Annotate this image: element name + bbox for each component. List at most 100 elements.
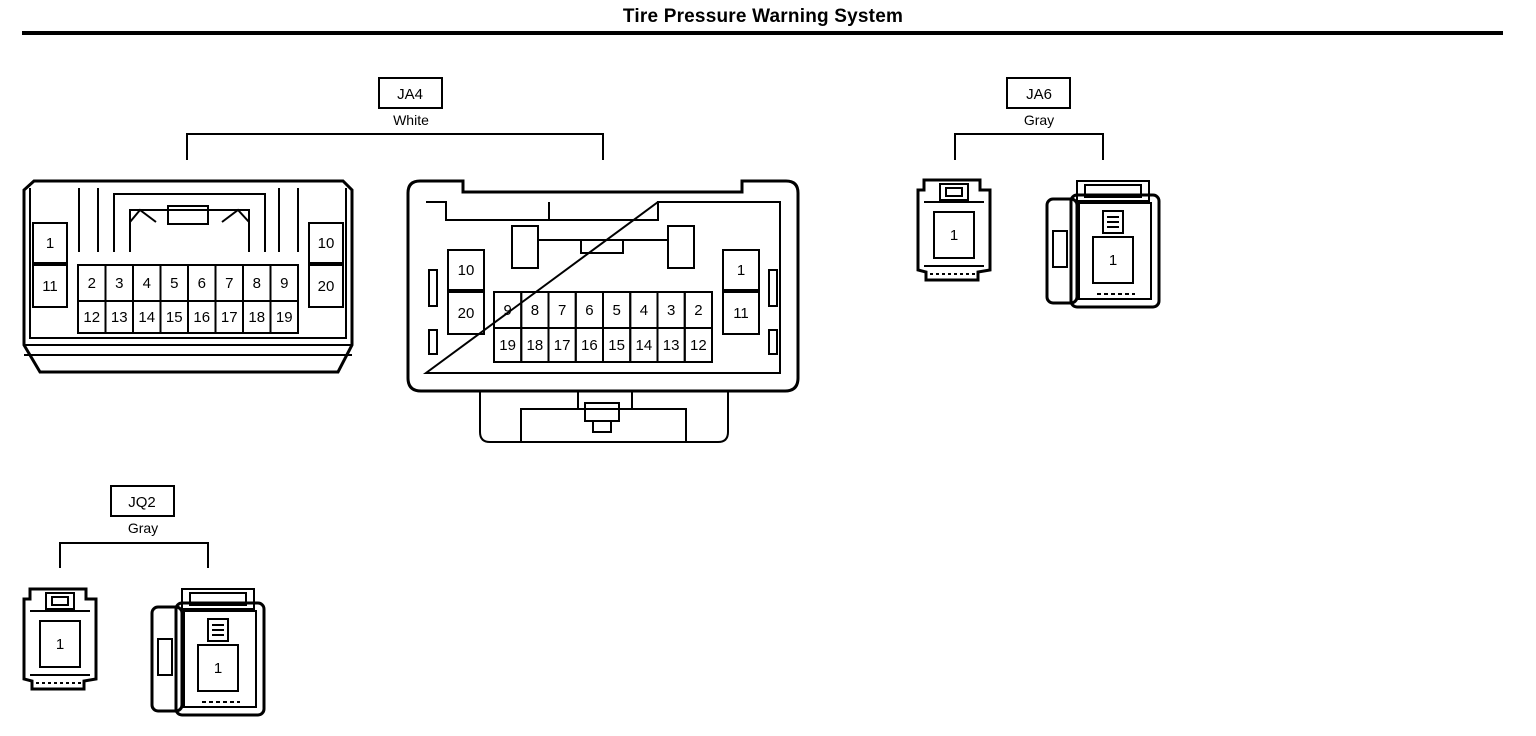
jq2-female-housing: 1 bbox=[22, 587, 98, 691]
pin-number: 12 bbox=[690, 337, 707, 354]
pin-number: 7 bbox=[558, 302, 566, 319]
pin-cell-border bbox=[308, 222, 344, 264]
pin-cell-border bbox=[308, 264, 344, 308]
ja6-male-housing: 1 bbox=[1045, 180, 1161, 309]
pin-number: 19 bbox=[499, 337, 516, 354]
pin-cell: 12 bbox=[77, 300, 107, 334]
connector-tag-box bbox=[110, 485, 175, 517]
pin-cell: 4 bbox=[132, 264, 162, 302]
pin-cell: 4 bbox=[629, 291, 659, 329]
pin-cell: 20 bbox=[308, 264, 344, 308]
pin-cell: 5 bbox=[159, 264, 189, 302]
pin-cell: 1 bbox=[39, 620, 81, 668]
pin-cell: 19 bbox=[493, 327, 523, 363]
pin-cell: 11 bbox=[32, 264, 68, 308]
pin-cell: 2 bbox=[77, 264, 107, 302]
pin-number: 3 bbox=[667, 302, 675, 319]
pin-cell: 6 bbox=[187, 264, 217, 302]
pin-number: 16 bbox=[193, 309, 210, 326]
connector-tag-box bbox=[1006, 77, 1071, 109]
pin-number: 10 bbox=[318, 235, 335, 252]
pin-number: 6 bbox=[198, 275, 206, 292]
pin-cell: 8 bbox=[242, 264, 272, 302]
pin-cell-border bbox=[933, 211, 975, 259]
pin-number: 8 bbox=[531, 302, 539, 319]
connector-bracket bbox=[186, 133, 604, 160]
pin-cell-border bbox=[1092, 236, 1134, 284]
pin-cell-border bbox=[39, 620, 81, 668]
pin-cell: 9 bbox=[493, 291, 523, 329]
connector-tag-box bbox=[378, 77, 443, 109]
connector-id-label: JQ2 bbox=[128, 494, 156, 511]
pin-number: 18 bbox=[527, 337, 544, 354]
pin-cell: 15 bbox=[159, 300, 189, 334]
pin-cell: 15 bbox=[602, 327, 632, 363]
connector-bracket bbox=[59, 542, 209, 568]
pin-number: 13 bbox=[111, 309, 128, 326]
pin-cell-border bbox=[32, 264, 68, 308]
pin-cell: 9 bbox=[269, 264, 299, 302]
connector-ja6: JA6 Gray 1 1 bbox=[916, 77, 1161, 309]
ja6-female-housing: 1 bbox=[916, 178, 992, 282]
pin-number: 1 bbox=[1109, 252, 1117, 269]
pin-number: 17 bbox=[221, 309, 238, 326]
pin-cells: 1111020212313414515616717818919102011191… bbox=[32, 222, 760, 363]
connector-id-label: JA6 bbox=[1026, 86, 1052, 103]
pin-number: 8 bbox=[253, 275, 261, 292]
pin-cell: 1 bbox=[722, 249, 760, 291]
pin-cell: 16 bbox=[187, 300, 217, 334]
pin-cell: 11 bbox=[722, 291, 760, 335]
pin-number: 17 bbox=[554, 337, 571, 354]
pin-number: 19 bbox=[276, 309, 293, 326]
pin-number: 1 bbox=[46, 235, 54, 252]
pin-cell: 13 bbox=[104, 300, 134, 334]
pin-cell: 12 bbox=[683, 327, 713, 363]
pin-cell: 19 bbox=[269, 300, 299, 334]
pin-number: 14 bbox=[636, 337, 653, 354]
pin-number: 7 bbox=[225, 275, 233, 292]
ja4-male-housing bbox=[406, 179, 800, 443]
pin-number: 11 bbox=[42, 278, 58, 295]
connector-color-label: Gray bbox=[128, 520, 158, 536]
pin-cell-border bbox=[447, 249, 485, 291]
pin-number: 1 bbox=[950, 227, 958, 244]
pin-number: 5 bbox=[170, 275, 178, 292]
pin-number: 4 bbox=[640, 302, 648, 319]
pin-cell-border bbox=[32, 222, 68, 264]
pin-cell: 2 bbox=[683, 291, 713, 329]
pin-number: 9 bbox=[280, 275, 288, 292]
pin-cell: 14 bbox=[629, 327, 659, 363]
pin-cell-border bbox=[447, 291, 485, 335]
pin-number: 3 bbox=[115, 275, 123, 292]
pin-cell: 13 bbox=[656, 327, 686, 363]
pin-number: 10 bbox=[458, 262, 475, 279]
pin-cell: 20 bbox=[447, 291, 485, 335]
title-underline bbox=[22, 31, 1503, 35]
pin-number: 6 bbox=[585, 302, 593, 319]
pin-number: 2 bbox=[88, 275, 96, 292]
connector-color-label: White bbox=[393, 112, 429, 128]
pin-cell: 14 bbox=[132, 300, 162, 334]
pin-number: 15 bbox=[166, 309, 183, 326]
pin-number: 2 bbox=[694, 302, 702, 319]
pin-number: 5 bbox=[612, 302, 620, 319]
pin-number: 9 bbox=[503, 302, 511, 319]
pin-cell-border bbox=[197, 644, 239, 692]
pin-cell-border bbox=[722, 291, 760, 335]
pin-number: 13 bbox=[663, 337, 680, 354]
pin-cell: 17 bbox=[547, 327, 577, 363]
pin-cell: 10 bbox=[447, 249, 485, 291]
pin-number: 18 bbox=[248, 309, 265, 326]
pin-number: 20 bbox=[458, 305, 475, 322]
pin-number: 16 bbox=[581, 337, 598, 354]
pin-cell: 7 bbox=[214, 264, 244, 302]
pin-cell: 8 bbox=[520, 291, 550, 329]
pin-cell: 7 bbox=[547, 291, 577, 329]
pin-cell: 1 bbox=[32, 222, 68, 264]
jq2-male-housing: 1 bbox=[150, 588, 266, 717]
pin-cell: 3 bbox=[104, 264, 134, 302]
pin-number: 4 bbox=[143, 275, 151, 292]
page-title: Tire Pressure Warning System bbox=[622, 6, 904, 27]
ja4-female-housing bbox=[22, 179, 354, 374]
